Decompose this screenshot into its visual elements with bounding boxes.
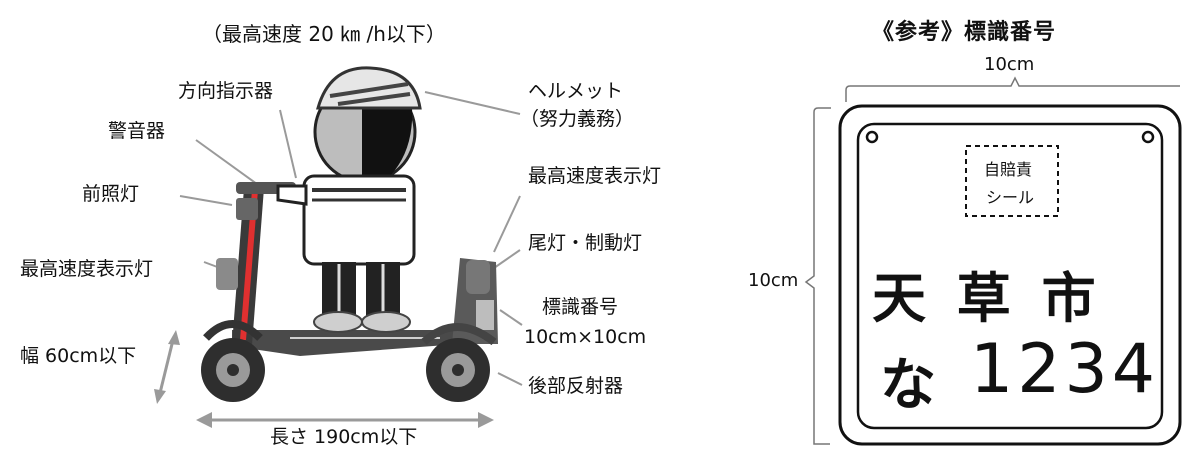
rider — [276, 66, 422, 333]
label-horn: 警音器 — [108, 120, 166, 142]
rear-wheel — [426, 338, 490, 402]
label-tail-brake-lamp: 尾灯・制動灯 — [528, 232, 643, 254]
insurance-seal-line2: シール — [986, 188, 1035, 207]
label-plate-line1: 標識番号 — [542, 296, 619, 318]
label-front-speed-lamp: 最高速度表示灯 — [20, 258, 154, 280]
plate-width-bracket — [845, 76, 1180, 102]
license-plate — [838, 104, 1182, 446]
label-turn-signal: 方向指示器 — [178, 80, 274, 102]
speed-limit-note: （最高速度 20 ㎞ /h以下） — [202, 22, 446, 46]
plate-width-label: 10cm — [984, 54, 1035, 75]
insurance-seal-box — [965, 145, 1059, 217]
insurance-seal-line1: 自賠責 — [984, 160, 1033, 179]
plate-height-label: 10cm — [748, 270, 799, 291]
plate-number: 1234 — [970, 330, 1160, 409]
mount-hole-left — [865, 130, 879, 144]
plate-city: 天 草 市 — [872, 267, 1102, 330]
scooter-body — [203, 182, 498, 356]
width-arrow — [154, 330, 180, 404]
label-plate-line2: 10cm×10cm — [524, 326, 647, 348]
label-length: 長さ 190cm以下 — [270, 426, 418, 448]
plate-height-bracket — [804, 107, 831, 445]
length-arrow — [196, 412, 494, 428]
label-reflector: 後部反射器 — [528, 375, 624, 397]
label-width: 幅 60cm以下 — [20, 345, 137, 367]
front-wheel — [201, 338, 265, 402]
plate-kana: な — [880, 353, 936, 418]
mount-hole-right — [1141, 130, 1155, 144]
label-rear-speed-lamp: 最高速度表示灯 — [528, 165, 662, 187]
label-helmet-line2: （努力義務） — [520, 108, 635, 130]
label-helmet-line1: ヘルメット — [528, 80, 624, 102]
label-headlight: 前照灯 — [82, 183, 140, 205]
plate-reference-title: 《参考》標識番号 — [872, 20, 1057, 45]
